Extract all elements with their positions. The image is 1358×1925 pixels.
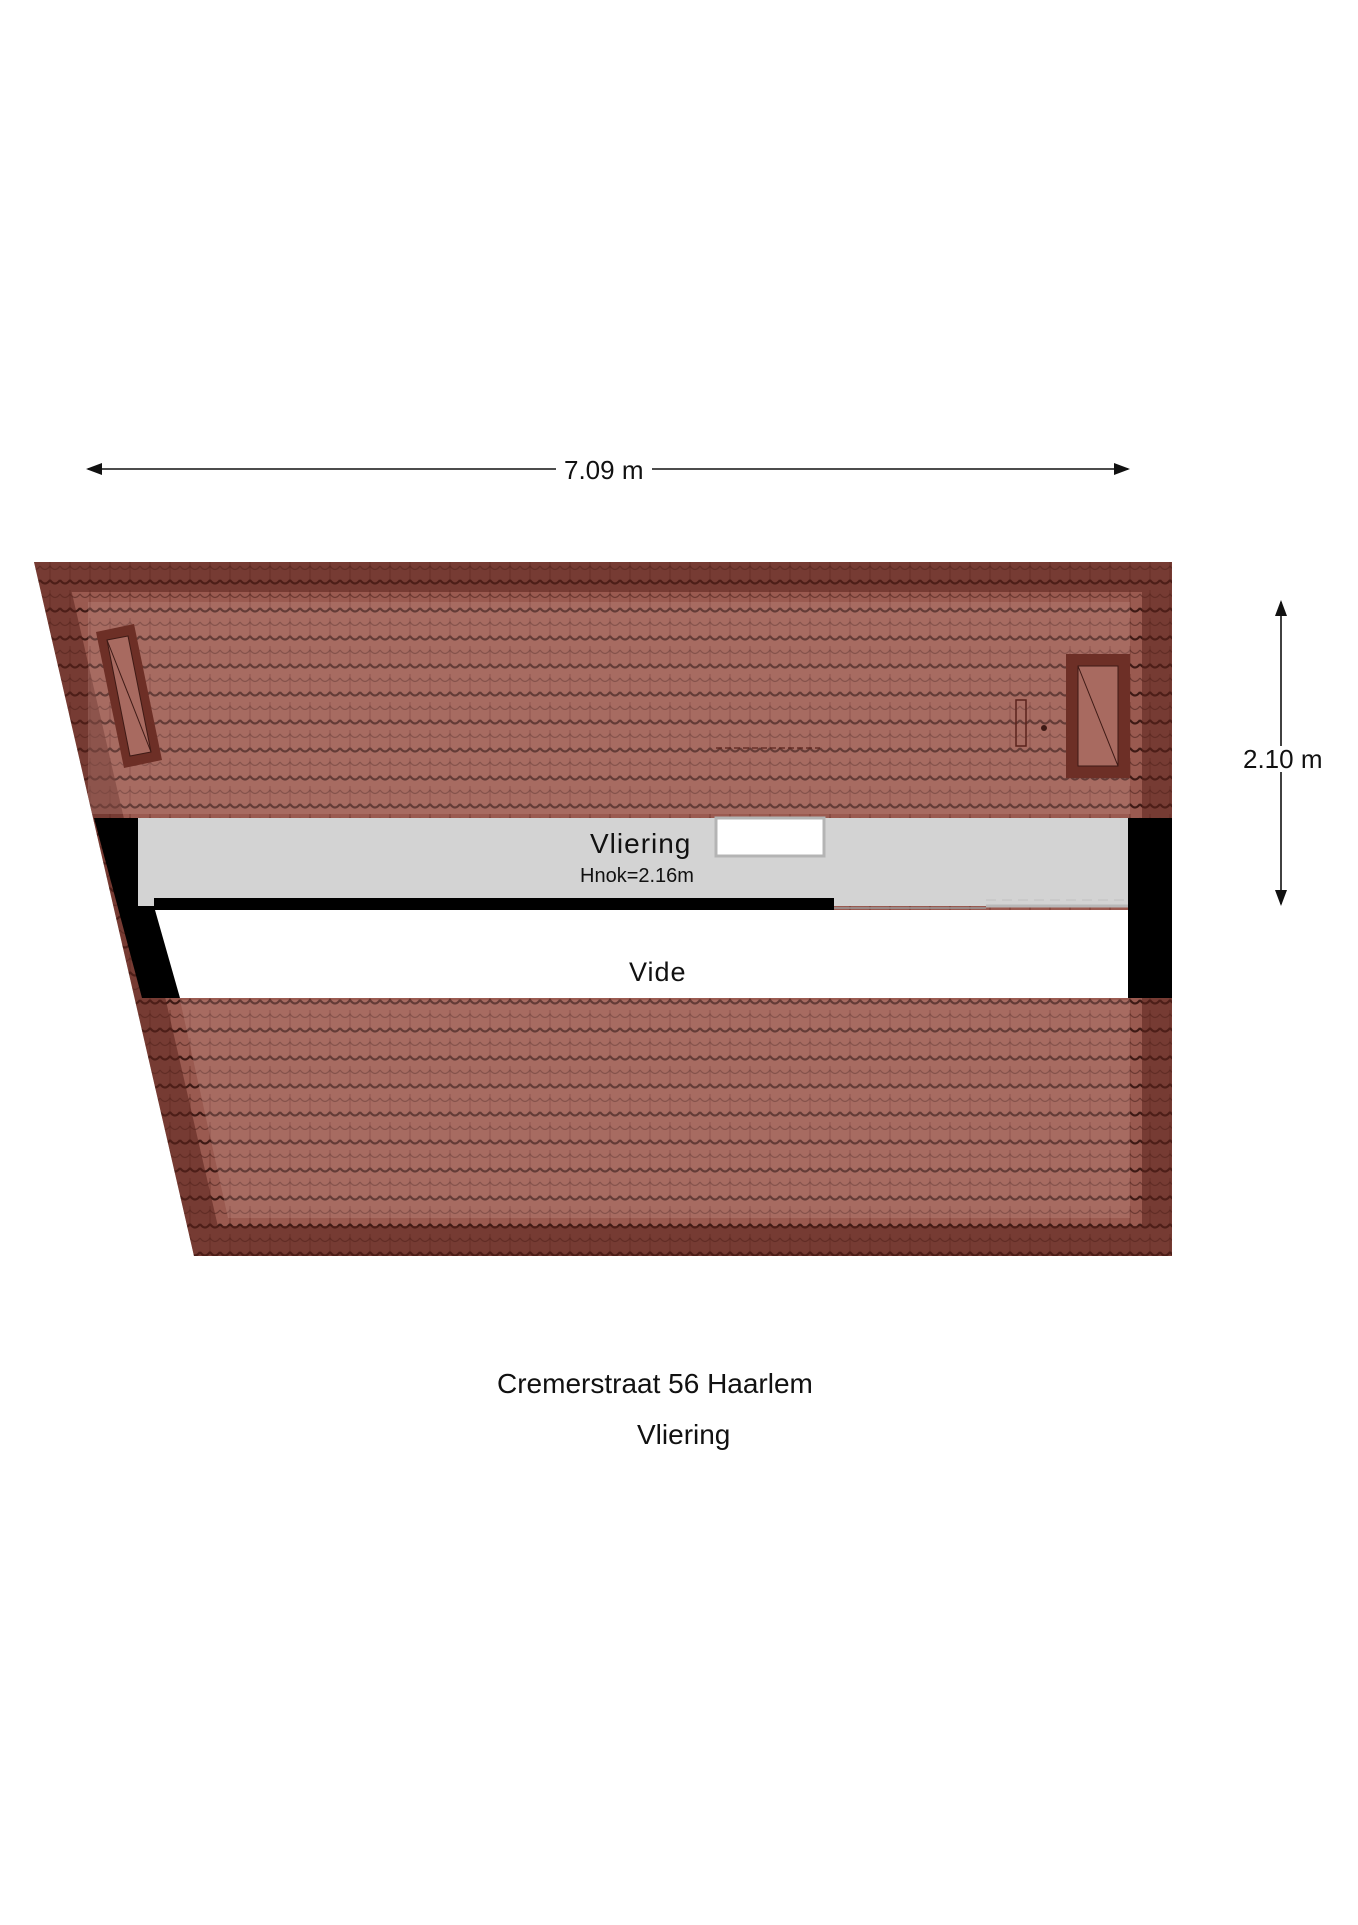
roof bbox=[34, 562, 1172, 1256]
arrow-left-icon bbox=[86, 463, 102, 475]
wall-right bbox=[1128, 818, 1172, 998]
arrow-right-icon bbox=[1114, 463, 1130, 475]
arrow-up-icon bbox=[1275, 600, 1287, 616]
room-vliering bbox=[138, 818, 1128, 906]
wall-left bbox=[94, 818, 186, 998]
skylight-right bbox=[1015, 654, 1130, 778]
arrow-down-icon bbox=[1275, 890, 1287, 906]
room-vide bbox=[155, 910, 1128, 998]
caption-floor-name: Vliering bbox=[637, 1419, 731, 1450]
room-vliering-ridge-height: Hnok=2.16m bbox=[580, 865, 694, 887]
skylight-left bbox=[96, 624, 162, 768]
height-dimension-label: 2.10 m bbox=[1235, 746, 1331, 772]
caption-address: Cremerstraat 56 Haarlem bbox=[497, 1368, 813, 1399]
interior-wall bbox=[154, 898, 834, 910]
room-vliering-name: Vliering bbox=[590, 828, 692, 859]
room-vide-name: Vide bbox=[629, 957, 687, 987]
width-dimension-label: 7.09 m bbox=[556, 457, 652, 483]
attic-hatch bbox=[714, 816, 826, 858]
railing bbox=[986, 899, 1128, 908]
